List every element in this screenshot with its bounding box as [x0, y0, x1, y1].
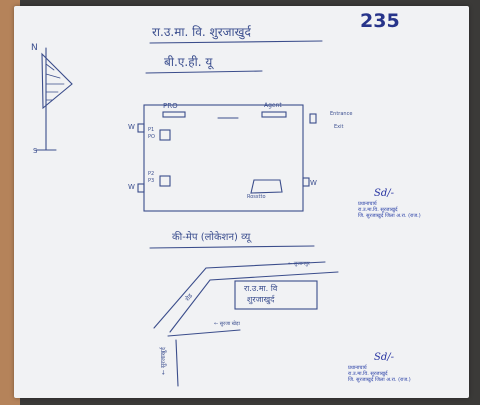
compass-south-label: S — [33, 147, 38, 155]
stamp-1-line: प्रधानाचार्य — [358, 201, 377, 207]
stamp-2-line: प्रधानाचार्य — [348, 365, 367, 371]
agent-label: Agent — [264, 102, 282, 109]
stamp-1: प्रधानाचार्य रा.उ.मा.वि. सूरजाखुर्द जि. … — [358, 201, 421, 219]
subtitle-underline — [145, 70, 263, 74]
floor-plan-room — [143, 104, 304, 212]
p1-label: P1 PO — [148, 127, 155, 140]
window-label-left-top: W — [128, 123, 135, 131]
road-top-label: ← सुजानपुर — [288, 261, 310, 267]
road-left-label: ← सुरजाखुर्द — [159, 347, 167, 375]
pro-desk — [162, 111, 186, 118]
road-left-down — [175, 339, 179, 387]
title-underline — [149, 40, 323, 44]
exit-label: Exit — [334, 124, 344, 130]
road-branch — [167, 329, 241, 337]
road-bottom-label: ← सुरजा खेड़ा — [214, 321, 240, 327]
rossto-label: Rosstto — [247, 194, 266, 200]
pro-label: PRO — [163, 102, 178, 110]
compass-flag — [41, 52, 73, 110]
page-number: 235 — [360, 10, 400, 32]
window-label-right: W — [310, 179, 317, 187]
p2-label: P2 P3 — [148, 171, 155, 184]
stamp-2-line: रा.उ.मा.वि. सूरजाखुर्द — [348, 370, 388, 377]
road-upper-edge — [153, 261, 326, 329]
p2-box — [159, 175, 171, 187]
stamp-1-line: रा.उ.मा.वि. सूरजाखुर्द — [358, 206, 398, 213]
school-box — [234, 280, 318, 310]
stamp-2: प्रधानाचार्य रा.उ.मा.वि. सूरजाखुर्द जि. … — [348, 365, 411, 383]
agent-desk — [261, 111, 287, 118]
road-lower-edge — [169, 271, 339, 333]
document-subtitle: बी.ए.ही. यू — [164, 55, 213, 69]
window-label-left-bottom: W — [128, 183, 135, 191]
stamp-1-line: जि. सुरजाखुर्द जिला अ.रा. (राज.) — [358, 212, 421, 219]
window-left-bottom — [137, 183, 145, 193]
window-right — [302, 177, 310, 187]
signature-2: Sd/- — [374, 352, 394, 363]
location-title-underline — [149, 245, 315, 249]
location-title: की-मेप (लोकेशन) व्यू — [172, 232, 251, 243]
window-left-top — [137, 123, 145, 133]
p1-box — [159, 129, 171, 141]
school-box-label: रा.उ.मा. वि शुरजाखुर्द — [244, 284, 278, 304]
rossto-table — [250, 179, 283, 194]
stamp-2-line: जि. सुरजाखुर्द जिला अ.रा. (राज.) — [348, 376, 411, 383]
compass-north-label: N — [31, 43, 38, 53]
document-title: रा.उ.मा. वि. शुरजाखुर्द — [152, 25, 251, 39]
signature-1: Sd/- — [374, 188, 394, 199]
entrance-label: Entrance — [330, 111, 353, 117]
entrance-door — [309, 113, 317, 124]
